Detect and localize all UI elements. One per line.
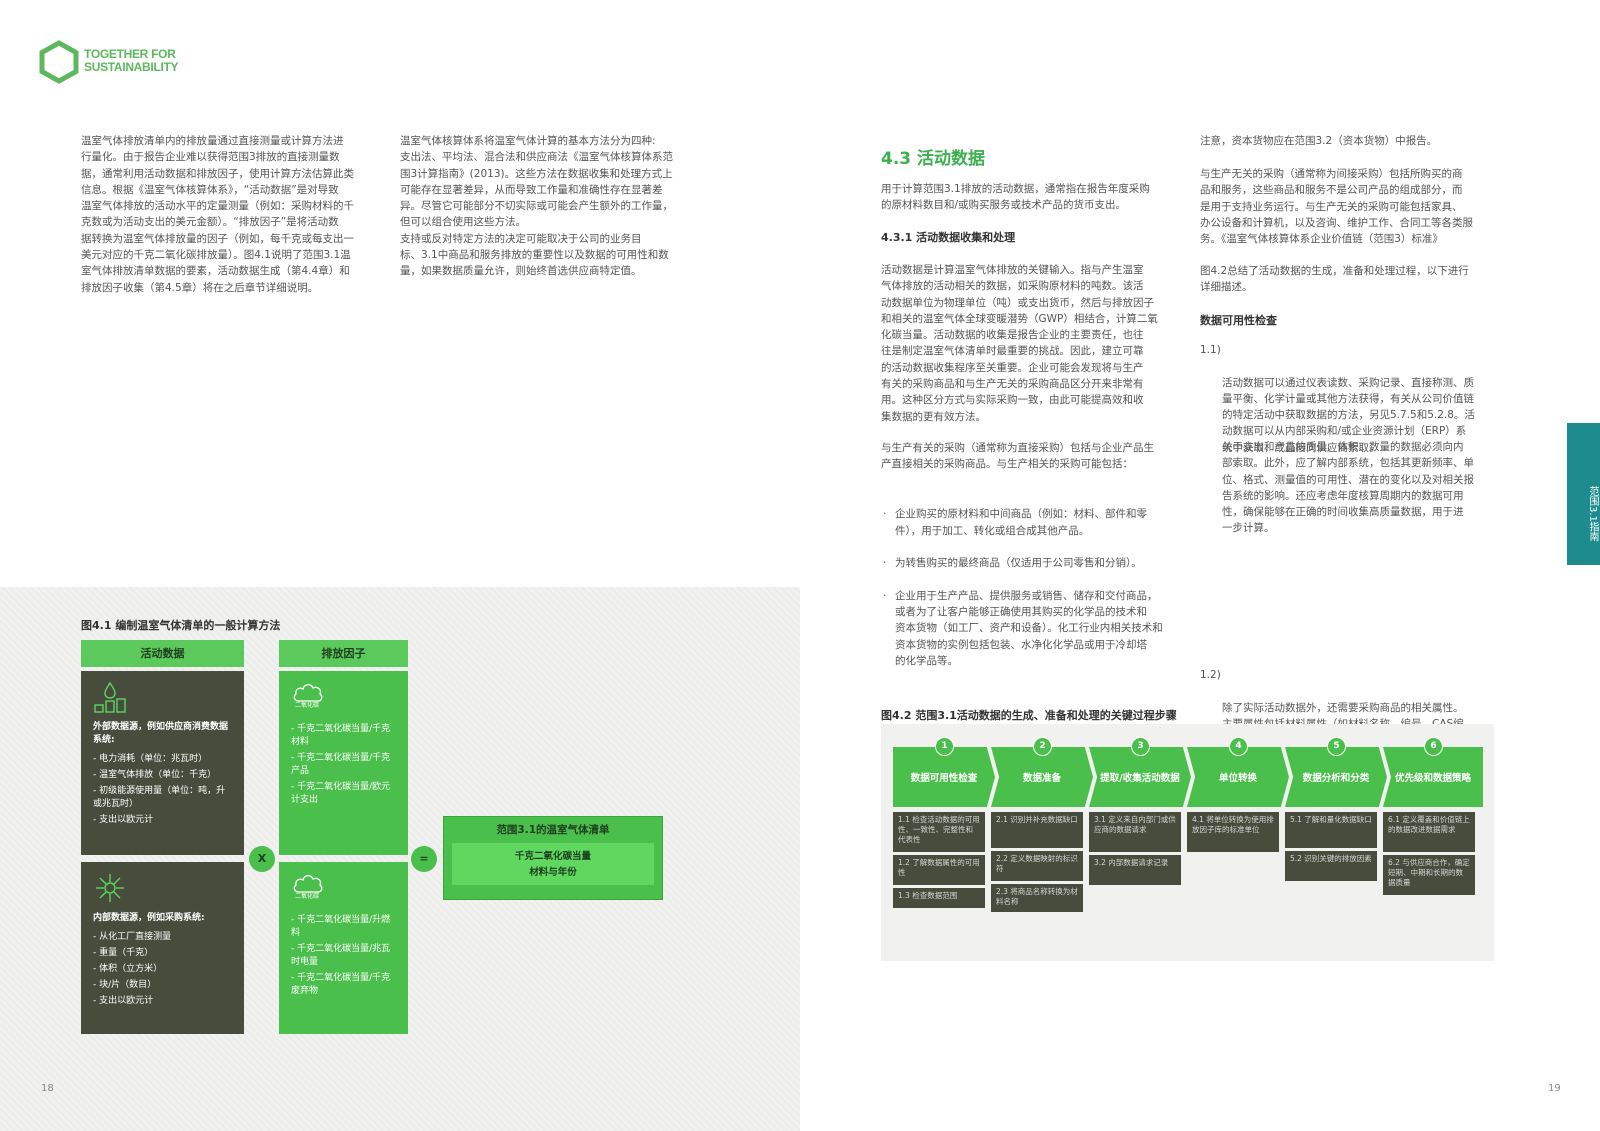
- internal-data-item: - 块/片（数目）: [93, 980, 157, 990]
- result-line-2: 材料与年份: [529, 867, 577, 878]
- bullet-item: 为转售购买的最终商品（仅适用于公司零售和分销）。: [881, 555, 1181, 572]
- numbered-item-1-1: 1.1) 活动数据可以通过仪表读数、采购记录、直接称测、质 量平衡、化学计量或其…: [1200, 342, 1500, 456]
- co2-cloud-icon: [293, 875, 323, 893]
- external-data-item: - 初级能源使用量（单位：吨，升或兆瓦时）: [93, 786, 226, 809]
- step-2-item: 2.1 识别并补充数据缺口: [991, 812, 1083, 848]
- step-4-item: 4.1 将单位转换为使用排放因子库的标准单位: [1187, 812, 1279, 852]
- result-line-1: 千克二氧化碳当量: [514, 851, 591, 862]
- step-number: 2: [1033, 737, 1052, 756]
- paragraph-1: 活动数据是计算温室气体排放的关键输入。指与产生温室 气体排放的活动相关的数据，如…: [881, 264, 1158, 423]
- result-title: 范围3.1的温室气体清单: [496, 824, 610, 836]
- factor-item: - 千克二氧化碳当量/千克材料: [291, 724, 391, 747]
- factor-item: - 千克二氧化碳当量/千克产品: [291, 753, 391, 776]
- step-number: 6: [1424, 737, 1443, 756]
- step-label: 数据可用性检查: [910, 773, 978, 784]
- intro-text: 用于计算范围3.1排放的活动数据，通常指在报告年度采购 的原材料数目和/或购买服…: [881, 183, 1150, 212]
- step-4-arrow: 单位转换: [1187, 747, 1289, 807]
- external-data-item: - 支出以欧元计: [93, 815, 154, 825]
- bullet-item: 企业用于生产产品、提供服务或销售、储存和交付商品， 或者为了让客户能够正确使用其…: [881, 588, 1181, 669]
- item-number: 1.1): [1200, 344, 1221, 356]
- external-data-title: 外部数据源，例如供应商消费数据系统:: [93, 722, 229, 745]
- internal-data-box: 内部数据源，例如采购系统: - 从化工厂直接测量 - 重量（千克） - 体积（立…: [81, 862, 244, 1034]
- external-data-item: - 电力消耗（单位：兆瓦时）: [93, 754, 208, 764]
- step-number: 1: [935, 737, 954, 756]
- step-1-item: 1.2 了解数据属性的可用性: [893, 855, 985, 885]
- step-number: 5: [1327, 737, 1346, 756]
- bullet-item: 企业购买的原材料和中间商品（例如：材料、部件和零 件），用于加工、转化或组合成其…: [881, 506, 1181, 539]
- left-column-2-text: 温室气体核算体系将温室气体计算的基本方法分为四种: 支出法、平均法、混合法和供应…: [400, 135, 673, 278]
- item-text: 活动数据可以通过仪表读数、采购记录、直接称测、质 量平衡、化学计量或其他方法获得…: [1222, 376, 1475, 454]
- step-2-arrow: 数据准备: [991, 747, 1093, 807]
- step-3-arrow: 提取/收集活动数据: [1089, 747, 1191, 807]
- step-2-item: 2.3 将商品名称转换为材料名称: [991, 884, 1083, 912]
- side-tab: 范围3.1指南: [1567, 423, 1600, 565]
- emission-factor-header: 排放因子: [279, 640, 408, 667]
- logo-line1: TOGETHER FOR: [84, 47, 176, 61]
- external-data-item: - 温室气体排放（单位：千克）: [93, 770, 217, 780]
- figure-background: [0, 587, 800, 1131]
- paragraph-2: 与生产有关的采购（通常称为直接采购）包括与企业产品生 产直接相关的采购商品。与生…: [881, 442, 1154, 471]
- step-label: 数据分析和分类: [1302, 773, 1370, 784]
- factor-item: - 千克二氧化碳当量/升燃料: [291, 915, 391, 938]
- step-number: 3: [1131, 737, 1150, 756]
- step-1-item: 1.3 检查数据范围: [893, 888, 985, 908]
- multiply-operator: X: [249, 846, 275, 872]
- column-2-para-3: 图4.2总结了活动数据的生成，准备和处理过程，以下进行 详细描述。: [1200, 265, 1469, 294]
- procurement-bullet-list: 企业购买的原材料和中间商品（例如：材料、部件和零 件），用于加工、转化或组合成其…: [881, 490, 1181, 686]
- factor-item: - 千克二氧化碳当量/千克废弃物: [291, 973, 391, 996]
- factor-box-2: 二氧化碳 - 千克二氧化碳当量/升燃料 - 千克二氧化碳当量/兆瓦时电量 - 千…: [279, 862, 408, 1034]
- internal-data-item: - 重量（千克）: [93, 948, 154, 958]
- left-column-1-text: 温室气体排放清单内的排放量通过直接测量或计算方法进 行量化。由于报告企业难以获得…: [81, 135, 354, 294]
- equals-operator: =: [411, 846, 437, 872]
- figure-4-1-title: 图4.1 编制温室气体清单的一般计算方法: [81, 619, 281, 632]
- internal-data-title: 内部数据源，例如采购系统:: [93, 913, 205, 923]
- step-number: 4: [1229, 737, 1248, 756]
- factor-item: - 千克二氧化碳当量/兆瓦时电量: [291, 944, 391, 967]
- step-5-item: 5.2 识别关键的排放因素: [1285, 851, 1377, 881]
- section-title: 4.3 活动数据: [881, 149, 986, 169]
- column-2-para-2: 与生产无关的采购（通常称为间接采购）包括所购买的商 品和服务，这些商品和服务不是…: [1200, 168, 1473, 246]
- step-1-arrow: 数据可用性检查: [893, 747, 995, 807]
- step-3-item: 3.1 定义来自内部门或供应商的数据请求: [1089, 812, 1181, 852]
- external-data-box: 外部数据源，例如供应商消费数据系统: - 电力消耗（单位：兆瓦时） - 温室气体…: [81, 671, 244, 855]
- step-6-item: 6.1 定义覆盖和价值链上的数据改进数据需求: [1383, 812, 1475, 852]
- result-inner: 千克二氧化碳当量 材料与年份: [452, 843, 654, 885]
- step-6-item: 6.2 与供应商合作，确定短期、中期和长期的数据质量: [1383, 855, 1475, 895]
- column-2-para-1: 注意，资本货物应在范围3.2（资本货物）中报告。: [1200, 135, 1438, 147]
- step-label: 数据准备: [1022, 773, 1061, 784]
- step-1-item: 1.1 检查活动数据的可用性、一致性、完整性和代表性: [893, 812, 985, 852]
- result-box: 范围3.1的温室气体清单 千克二氧化碳当量 材料与年份: [443, 816, 663, 900]
- step-label: 提取/收集活动数据: [1100, 773, 1180, 784]
- left-page-number: 18: [41, 1083, 54, 1094]
- co2-cloud-icon: [293, 684, 323, 702]
- numbered-item-1-1-continued: 关于支出和产品的质量、体积、数量的数据必须向内 部索取。此外，应了解内部系统，包…: [1222, 441, 1474, 535]
- activity-data-header: 活动数据: [81, 640, 244, 667]
- step-6-arrow: 优先级和数据策略: [1383, 747, 1483, 807]
- internal-data-item: - 体积（立方米）: [93, 964, 163, 974]
- internal-data-item: - 支出以欧元计: [93, 996, 154, 1006]
- figure-4-2-title: 图4.2 范围3.1活动数据的生成、准备和处理的关键过程步骤: [881, 709, 1177, 722]
- step-label: 优先级和数据策略: [1394, 773, 1471, 784]
- step-3-item: 3.2 内部数据请求记录: [1089, 855, 1181, 885]
- factor-box-1: 二氧化碳 - 千克二氧化碳当量/千克材料 - 千克二氧化碳当量/千克产品 - 千…: [279, 671, 408, 855]
- step-label: 单位转换: [1218, 773, 1257, 784]
- subsection-title: 4.3.1 活动数据收集和处理: [881, 231, 1016, 244]
- logo-line2: SUSTAINABILITY: [84, 60, 179, 74]
- right-page-number: 19: [1548, 1083, 1561, 1094]
- internal-data-item: - 从化工厂直接测量: [93, 932, 172, 942]
- factory-icon: [94, 681, 126, 713]
- data-availability-check-title: 数据可用性检查: [1200, 314, 1277, 327]
- hexagon-logo-icon: [39, 40, 79, 84]
- item-number: 1.2): [1200, 669, 1221, 682]
- co2-label: 二氧化碳: [295, 893, 320, 900]
- step-2-item: 2.2 定义数据映射的标识符: [991, 851, 1083, 881]
- co2-label: 二氧化碳: [295, 702, 320, 709]
- step-5-arrow: 数据分析和分类: [1285, 747, 1387, 807]
- factor-item: - 千克二氧化碳当量/欧元计支出: [291, 782, 391, 805]
- step-5-item: 5.1 了解和量化数据缺口: [1285, 812, 1377, 848]
- network-icon: [96, 874, 124, 902]
- logo: TOGETHER FOR SUSTAINABILITY: [38, 40, 179, 84]
